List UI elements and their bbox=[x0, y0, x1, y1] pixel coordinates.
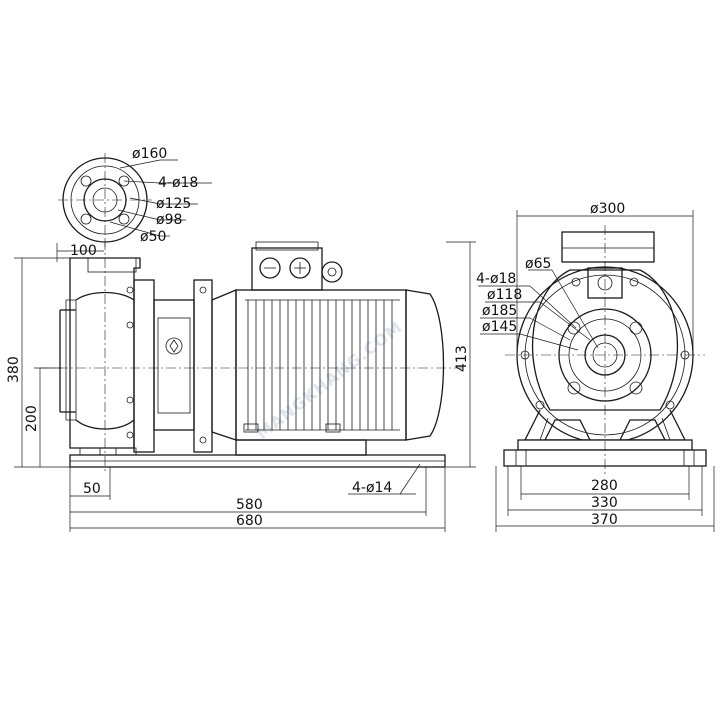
dim-flange-bolts: 4-ø18 bbox=[158, 175, 198, 191]
dim-motor-height: 413 bbox=[454, 345, 470, 372]
dim-foot-holes-spacing: 280 bbox=[591, 478, 618, 494]
dim-inlet-raised-face: ø118 bbox=[487, 287, 522, 303]
dim-base-bolts: 4-ø14 bbox=[352, 480, 392, 496]
dim-suction-offset: 100 bbox=[70, 243, 97, 259]
dim-flange-bore: ø50 bbox=[140, 229, 166, 245]
dim-overall-length: 680 bbox=[236, 513, 263, 529]
dim-inlet-pcd: ø145 bbox=[482, 319, 517, 335]
dim-flange-pcd: ø125 bbox=[156, 196, 191, 212]
dim-inlet-bore: ø65 bbox=[525, 256, 551, 272]
dim-foot-width: 330 bbox=[591, 495, 618, 511]
dim-shaft-height: 200 bbox=[24, 405, 40, 432]
pump-front-view bbox=[503, 225, 707, 475]
dim-inlet-outer-dia: ø185 bbox=[482, 303, 517, 319]
dim-base-width: 370 bbox=[591, 512, 618, 528]
dim-overall-height: 380 bbox=[6, 356, 22, 383]
dim-flange-outer-dia: ø160 bbox=[132, 146, 167, 162]
dim-inlet-bolts: 4-ø18 bbox=[476, 271, 516, 287]
pump-side-view bbox=[40, 240, 462, 472]
dim-motor-dia: ø300 bbox=[590, 201, 625, 217]
motor-cooling-fins bbox=[247, 300, 393, 430]
dim-flange-raised-face: ø98 bbox=[156, 212, 182, 228]
dim-base-edge: 50 bbox=[83, 481, 101, 497]
discharge-flange-view bbox=[58, 153, 212, 247]
dim-base-holes-spacing: 580 bbox=[236, 497, 263, 513]
